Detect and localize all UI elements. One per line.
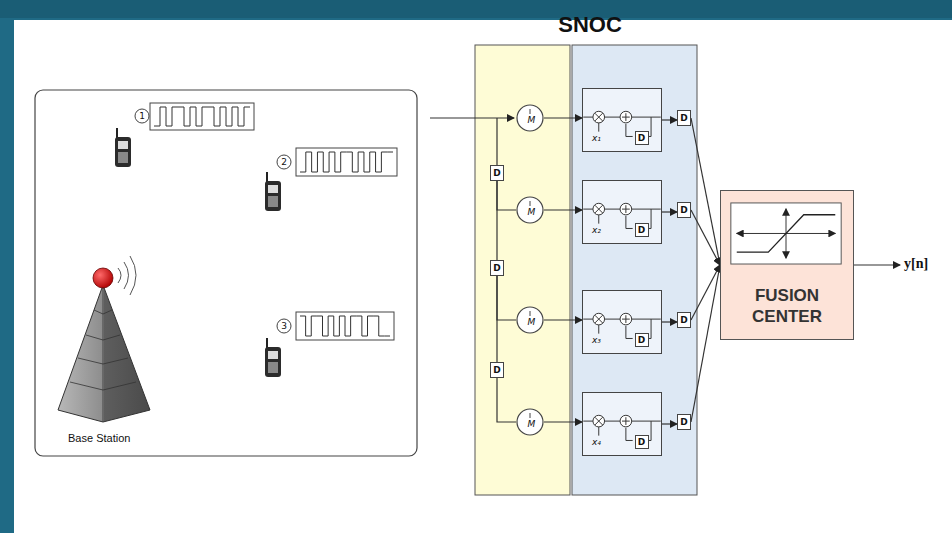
waveforms — [154, 107, 393, 336]
delay-label: D — [638, 335, 645, 345]
signal-wire — [662, 119, 677, 120]
accumulator-box: x₂ D — [582, 180, 662, 244]
scene-panel — [35, 90, 417, 456]
delay-box: D — [635, 435, 649, 449]
delay-label: D — [638, 437, 645, 447]
accumulator-band — [572, 45, 697, 495]
signal-wire — [662, 423, 677, 424]
delay-label: D — [638, 133, 645, 143]
factor-label: M — [528, 317, 536, 327]
signal-wire — [544, 117, 582, 118]
downsampler-circle: M — [516, 306, 544, 334]
signal-wire — [497, 378, 516, 422]
waveform-box — [296, 148, 397, 176]
accumulator-box: x₄ D — [582, 392, 662, 456]
signal-wire — [691, 118, 720, 265]
part-name: Base Station — [68, 432, 130, 444]
callout-number: 3 — [281, 321, 287, 331]
callout-circle — [135, 109, 149, 123]
accumulator-box: x₁ D — [582, 88, 662, 152]
downsampler-circle: M — [516, 408, 544, 436]
phone-icon — [265, 172, 281, 211]
delay-label: D — [638, 225, 645, 235]
weight-label: x₁ — [592, 133, 601, 143]
signal-wire — [496, 181, 497, 260]
top-bar — [0, 0, 952, 18]
weight-label: x₄ — [592, 437, 601, 447]
factor-label: M — [528, 419, 536, 429]
signal-wire — [497, 181, 516, 210]
delay-box: D — [635, 223, 649, 237]
factor-label: M — [528, 207, 536, 217]
downsampler-circle: M — [516, 104, 544, 132]
phone-icon — [265, 338, 281, 377]
delay-label: D — [493, 365, 500, 375]
input-wire — [496, 118, 497, 165]
waveform-box — [296, 312, 394, 340]
delay-label: D — [680, 205, 687, 215]
delay-box: D — [490, 260, 504, 276]
delay-band — [475, 45, 570, 495]
output-wire — [854, 264, 900, 265]
signal-wire — [496, 276, 497, 362]
signal-name: y[n] — [904, 256, 928, 272]
callout-circle — [277, 155, 291, 169]
delay-box: D — [677, 110, 691, 126]
delay-box: D — [490, 362, 504, 378]
delay-box: D — [677, 312, 691, 328]
signal-wire — [662, 211, 677, 212]
signal-wire — [544, 319, 582, 320]
downsampler-circle: M — [516, 196, 544, 224]
weight-label: x₂ — [592, 225, 601, 235]
signal-wire — [662, 321, 677, 322]
signal-wire — [544, 421, 582, 422]
delay-box: D — [677, 202, 691, 218]
weight-label: x₃ — [592, 335, 601, 345]
phone-icon — [115, 128, 131, 167]
delay-box: D — [490, 165, 504, 181]
page-ground — [14, 20, 952, 533]
delay-box: D — [635, 333, 649, 347]
fusion-center-box: FUSION CENTER — [720, 190, 854, 340]
delay-box: D — [635, 131, 649, 145]
factor-label: M — [528, 115, 536, 125]
delay-box: D — [677, 414, 691, 430]
delay-label: D — [493, 263, 500, 273]
delay-label: D — [680, 113, 687, 123]
signal-wire — [691, 210, 720, 265]
block-title: FUSION CENTER — [727, 286, 847, 327]
signal-wire — [691, 265, 720, 422]
callout-circle — [277, 319, 291, 333]
signal-wire — [497, 276, 516, 320]
delay-label: D — [680, 315, 687, 325]
accumulator-box: x₃ D — [582, 290, 662, 354]
input-wire — [430, 117, 514, 118]
signal-wire — [691, 265, 720, 320]
delay-label: D — [680, 417, 687, 427]
base-station-tower — [58, 256, 150, 422]
signal-wire — [544, 209, 582, 210]
block-title: SNOC — [558, 12, 622, 38]
callout-number: 2 — [281, 157, 287, 167]
waveform-box — [150, 103, 254, 130]
delay-label: D — [493, 168, 500, 178]
callout-number: 1 — [139, 111, 145, 121]
